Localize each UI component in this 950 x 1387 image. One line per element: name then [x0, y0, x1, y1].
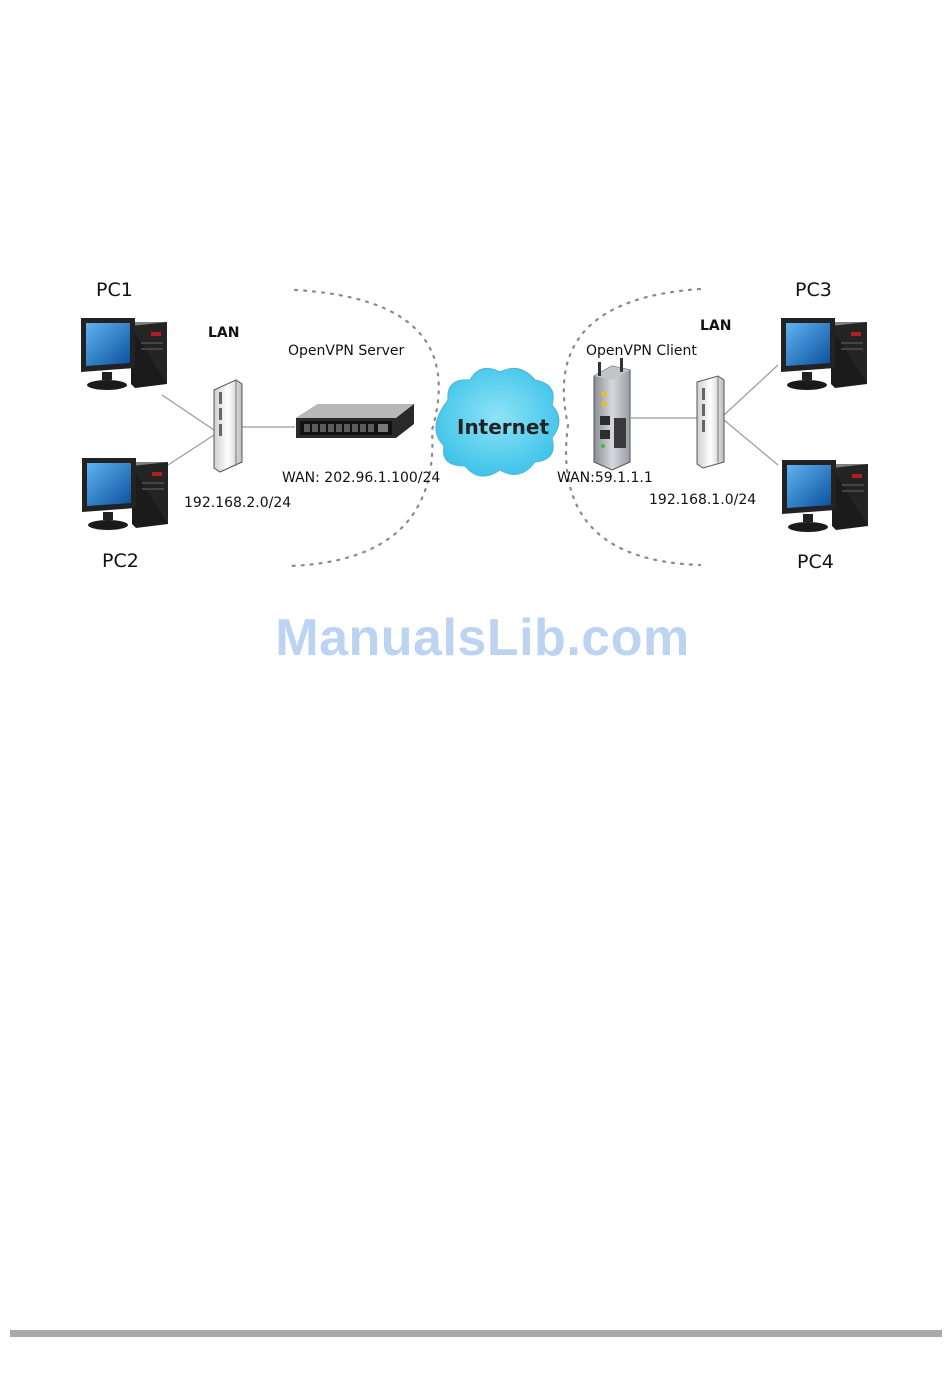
right-lan-label: LAN	[700, 318, 731, 334]
openvpn-client-label: OpenVPN Client	[586, 343, 697, 359]
left-subnet-label: 192.168.2.0/24	[184, 495, 291, 511]
pc4-label: PC4	[797, 551, 834, 573]
watermark: ManualsLib.com	[0, 608, 950, 668]
client-wan-label: WAN:59.1.1.1	[557, 470, 653, 486]
openvpn-server-label: OpenVPN Server	[288, 343, 404, 359]
right-dotted-arc	[564, 289, 700, 565]
pc3-icon	[781, 318, 867, 390]
footer-rule	[10, 1330, 942, 1337]
server-wan-label: WAN: 202.96.1.100/24	[282, 470, 440, 486]
router-icon	[594, 358, 630, 470]
pc2-icon	[82, 458, 168, 530]
pc4-icon	[782, 460, 868, 532]
left-switch-icon	[214, 380, 242, 472]
right-switch-icon	[697, 376, 724, 468]
pc1-label: PC1	[96, 279, 133, 301]
pc1-icon	[81, 318, 167, 390]
pc3-label: PC3	[795, 279, 832, 301]
rack-server-icon	[296, 404, 414, 438]
right-subnet-label: 192.168.1.0/24	[649, 492, 756, 508]
left-lan-label: LAN	[208, 325, 239, 341]
pc2-label: PC2	[102, 550, 139, 572]
internet-label: Internet	[457, 415, 549, 439]
